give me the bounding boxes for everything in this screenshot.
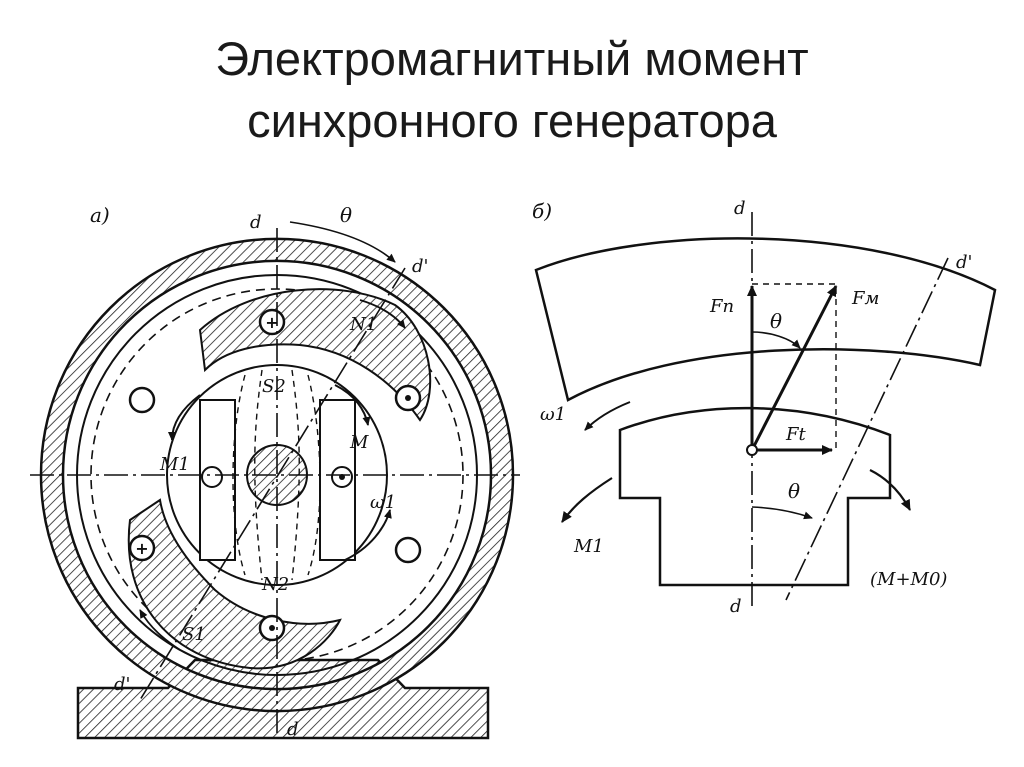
flux-arrow-bottom bbox=[139, 609, 181, 651]
vector-parallelogram bbox=[752, 283, 837, 450]
figure-b: б) d d d' Fn Fм Ft θ θ ω1 M1 (M+M0) bbox=[532, 198, 997, 617]
label-d-bottom-b: d bbox=[730, 596, 742, 617]
label-M1-a: M1 bbox=[159, 454, 190, 475]
M1-arrow-b bbox=[561, 477, 613, 523]
rotor-flux-lines bbox=[232, 369, 321, 581]
fig-b-tag: б) bbox=[532, 199, 552, 223]
label-M-plus-M0: (M+M0) bbox=[870, 569, 947, 590]
M-arrow-a bbox=[334, 384, 371, 426]
label-d-prime-top-a: d' bbox=[412, 256, 428, 277]
label-theta-bottom-b: θ bbox=[788, 479, 800, 503]
figure-a: + + a) d d d' d' θ N1 S1 N2 S2 M1 bbox=[30, 203, 520, 740]
vector-origin bbox=[746, 444, 758, 456]
svg-text:+: + bbox=[265, 313, 278, 332]
stator-segment bbox=[534, 237, 997, 402]
omega1-arrow-a bbox=[344, 509, 392, 561]
label-omega1-b: ω1 bbox=[540, 404, 566, 425]
label-d-prime-bottom-a: d' bbox=[114, 674, 130, 695]
theta-arc-a bbox=[289, 221, 396, 263]
flux-arrow-top bbox=[359, 299, 406, 329]
title-line-1: Электромагнитный момент bbox=[215, 32, 809, 85]
label-S2: S2 bbox=[262, 376, 286, 397]
omega1-arrow-b bbox=[584, 401, 631, 431]
title-line-2: синхронного генератора bbox=[247, 94, 777, 147]
vector-Fm bbox=[750, 285, 838, 451]
label-Fm: Fм bbox=[851, 288, 879, 309]
label-d-top-b: d bbox=[734, 198, 746, 219]
theta-arc-b-bottom bbox=[751, 506, 813, 520]
M-arrow-b bbox=[869, 469, 911, 511]
fig-a-tag: a) bbox=[90, 203, 110, 227]
label-omega1-a: ω1 bbox=[370, 492, 396, 513]
label-N1: N1 bbox=[349, 314, 377, 335]
svg-text:+: + bbox=[135, 539, 148, 558]
label-d-top-a: d bbox=[250, 212, 262, 233]
flux-region-lower bbox=[127, 498, 342, 670]
label-M-a: M bbox=[349, 432, 369, 453]
flux-region bbox=[198, 288, 432, 422]
label-S1: S1 bbox=[182, 624, 206, 645]
M1-arrow-a bbox=[168, 394, 201, 441]
label-theta-top-b: θ bbox=[770, 309, 782, 333]
theta-arc-b-top bbox=[751, 331, 801, 349]
label-d-prime-b: d' bbox=[956, 252, 972, 273]
label-Fn: Fn bbox=[709, 296, 734, 317]
label-N2: N2 bbox=[261, 574, 289, 595]
slide-title: Электромагнитный момент синхронного гене… bbox=[0, 28, 1024, 152]
label-d-bottom-a: d bbox=[287, 719, 299, 740]
label-Ft: Ft bbox=[785, 424, 806, 445]
rotor-pole-b bbox=[618, 406, 892, 587]
label-theta-a: θ bbox=[340, 203, 352, 227]
axis-d-prime bbox=[139, 267, 406, 701]
axis-d-prime-b bbox=[785, 257, 949, 601]
label-M1-b: M1 bbox=[573, 536, 604, 557]
